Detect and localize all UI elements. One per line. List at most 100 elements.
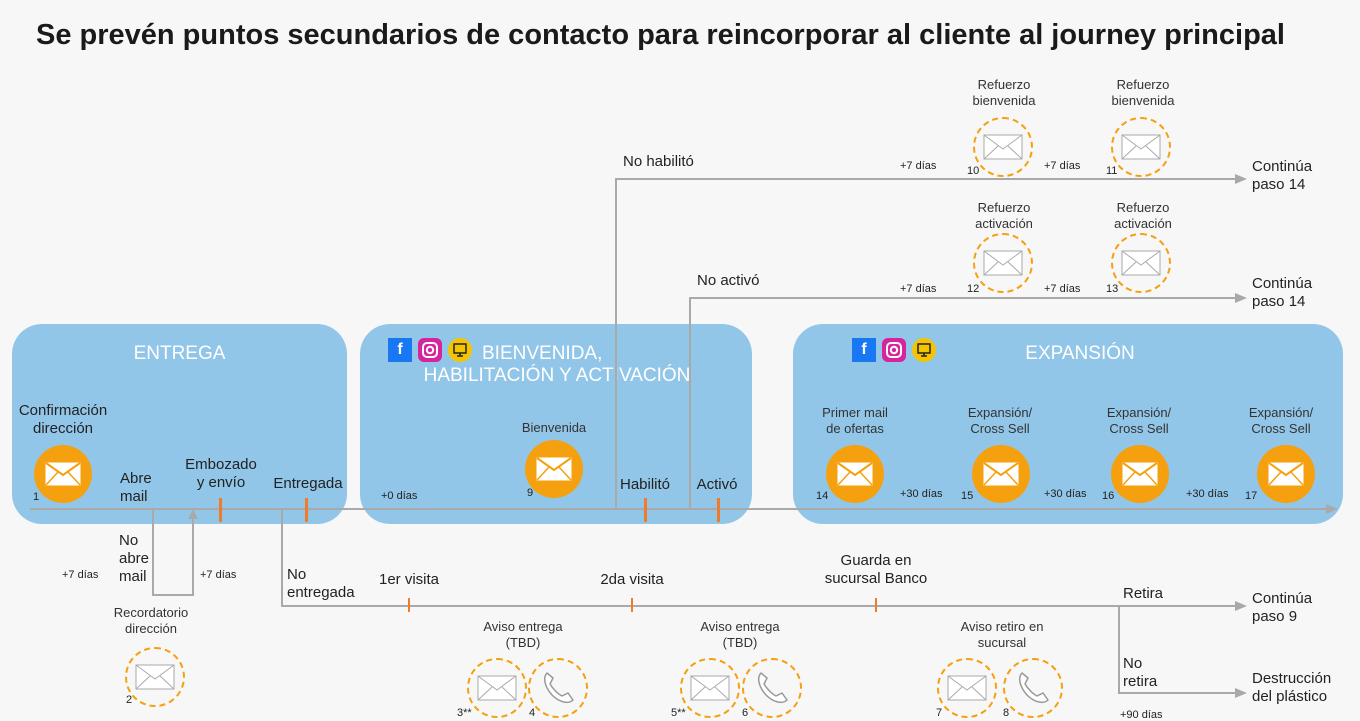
label-refuerzo-activacion-13: Refuerzo activación xyxy=(1114,200,1172,231)
touchpoint-14-mail[interactable] xyxy=(826,445,884,503)
touchpoint-17-mail[interactable] xyxy=(1257,445,1315,503)
label-refuerzo-activacion-12: Refuerzo activación xyxy=(975,200,1033,231)
label-confirmacion-direccion-text: Confirmación dirección xyxy=(18,402,108,437)
days-7-top-d: +7 días xyxy=(1044,283,1081,295)
label-cross-sell-17: Expansión/ Cross Sell xyxy=(1248,405,1314,436)
touchpoint-number-2: 2 xyxy=(126,694,133,706)
envelope-icon xyxy=(1121,134,1161,160)
label-no-entregada: No entregada xyxy=(287,566,355,601)
label-confirmacion-direccion: Confirmación dirección xyxy=(19,402,107,438)
touchpoint-1-mail[interactable] xyxy=(34,445,92,503)
touchpoint-number-17: 17 xyxy=(1245,490,1258,502)
touchpoint-10-mail[interactable] xyxy=(973,117,1033,177)
touchpoint-6-phone[interactable] xyxy=(742,658,802,718)
label-cross-sell-16: Expansión/ Cross Sell xyxy=(1106,405,1172,436)
label-no-activo: No activó xyxy=(697,272,760,289)
branch-no-abre-bottom xyxy=(152,594,194,596)
label-activo: Activó xyxy=(696,476,738,493)
envelope-icon xyxy=(983,462,1019,486)
touchpoint-2-mail[interactable] xyxy=(125,647,185,707)
tick-entregada xyxy=(305,498,308,522)
envelope-icon xyxy=(690,675,730,701)
days-30-c: +30 días xyxy=(1186,488,1229,500)
branch-no-abre-up xyxy=(192,515,194,595)
tick-2da-visita xyxy=(631,598,633,612)
days-30-b: +30 días xyxy=(1044,488,1087,500)
instagram-icon xyxy=(418,338,442,362)
touchpoint-number-9: 9 xyxy=(527,487,534,499)
phone-icon xyxy=(757,672,788,704)
envelope-icon xyxy=(1121,250,1161,276)
branch-no-entregada-vertical xyxy=(281,509,283,606)
days-7-top-b: +7 días xyxy=(1044,160,1081,172)
branch-no-habilito-arrow xyxy=(1235,174,1247,184)
instagram-icon xyxy=(882,338,906,362)
envelope-icon xyxy=(837,462,873,486)
touchpoint-number-13: 13 xyxy=(1106,283,1119,295)
facebook-icon: f xyxy=(852,338,876,362)
branch-no-retira-arrow xyxy=(1235,688,1247,698)
channels-bienvenida: f xyxy=(388,338,472,362)
label-retira: Retira xyxy=(1123,585,1164,602)
touchpoint-number-6: 6 xyxy=(742,707,749,719)
touchpoint-11-mail[interactable] xyxy=(1111,117,1171,177)
label-continua-14-b: Continúa paso 14 xyxy=(1252,275,1313,310)
stage-bienvenida-title-line2: HABILITACIÓN Y ACTIVACIÓN xyxy=(423,365,691,386)
stage-expansion-title: EXPANSIÓN xyxy=(1025,343,1135,364)
label-guarda-sucursal: Guarda en sucursal Banco xyxy=(824,552,928,587)
tick-1er-visita xyxy=(408,598,410,612)
stage-bienvenida-title: BIENVENIDA, HABILITACIÓN Y ACTIVACIÓN xyxy=(412,343,702,387)
label-aviso-entrega-b: Aviso entrega (TBD) xyxy=(700,619,780,650)
branch-no-habilito-line xyxy=(615,178,1237,180)
phone-icon xyxy=(1018,672,1049,704)
label-embozado-envio: Embozado y envío xyxy=(185,456,257,491)
tick-activo xyxy=(717,498,720,522)
touchpoint-15-mail[interactable] xyxy=(972,445,1030,503)
label-1er-visita: 1er visita xyxy=(378,571,440,588)
label-abre-mail: Abre mail xyxy=(120,470,152,505)
envelope-icon xyxy=(477,675,517,701)
branch-no-abre-down xyxy=(152,509,154,595)
branch-no-retira-line xyxy=(1118,692,1237,694)
label-destruccion-plastico: Destrucción del plástico xyxy=(1252,670,1332,705)
branch-no-entregada-arrow xyxy=(1235,601,1247,611)
touchpoint-5-mail[interactable] xyxy=(680,658,740,718)
label-2da-visita: 2da visita xyxy=(600,571,664,588)
touchpoint-16-mail[interactable] xyxy=(1111,445,1169,503)
touchpoint-12-mail[interactable] xyxy=(973,233,1033,293)
label-recordatorio-direccion: Recordatorio dirección xyxy=(113,605,189,636)
touchpoint-3-mail[interactable] xyxy=(467,658,527,718)
screen-icon xyxy=(912,338,936,362)
touchpoint-number-5: 5** xyxy=(671,707,686,719)
tick-habilito xyxy=(644,498,647,522)
branch-no-habilito-vertical xyxy=(615,178,617,508)
label-continua-9: Continúa paso 9 xyxy=(1252,590,1313,625)
label-aviso-entrega-a: Aviso entrega (TBD) xyxy=(483,619,563,650)
days-7-top-c: +7 días xyxy=(900,283,937,295)
touchpoint-number-14: 14 xyxy=(816,490,829,502)
label-bienvenida: Bienvenida xyxy=(521,420,587,435)
touchpoint-9-mail[interactable] xyxy=(525,440,583,498)
touchpoint-number-15: 15 xyxy=(961,490,974,502)
label-habilito: Habilitó xyxy=(619,476,671,493)
days-90: +90 días xyxy=(1120,709,1163,721)
touchpoint-number-12: 12 xyxy=(967,283,980,295)
touchpoint-7-mail[interactable] xyxy=(937,658,997,718)
touchpoint-number-8: 8 xyxy=(1003,707,1010,719)
touchpoint-13-mail[interactable] xyxy=(1111,233,1171,293)
label-primer-mail: Primer mail de ofertas xyxy=(822,405,888,436)
branch-no-abre-arrowhead xyxy=(188,509,198,519)
branch-no-retira-vertical xyxy=(1118,605,1120,693)
screen-icon xyxy=(448,338,472,362)
touchpoint-number-7: 7 xyxy=(936,707,943,719)
label-refuerzo-bienvenida-11: Refuerzo bienvenida xyxy=(1111,77,1175,108)
touchpoint-number-11: 11 xyxy=(1106,165,1118,177)
branch-no-activo-vertical xyxy=(689,297,691,508)
tick-guarda-sucursal xyxy=(875,598,877,612)
touchpoint-8-phone[interactable] xyxy=(1003,658,1063,718)
touchpoint-4-phone[interactable] xyxy=(528,658,588,718)
label-cross-sell-15: Expansión/ Cross Sell xyxy=(967,405,1033,436)
envelope-icon xyxy=(135,664,175,690)
touchpoint-number-1: 1 xyxy=(33,491,40,503)
days-7-top-a: +7 días xyxy=(900,160,937,172)
